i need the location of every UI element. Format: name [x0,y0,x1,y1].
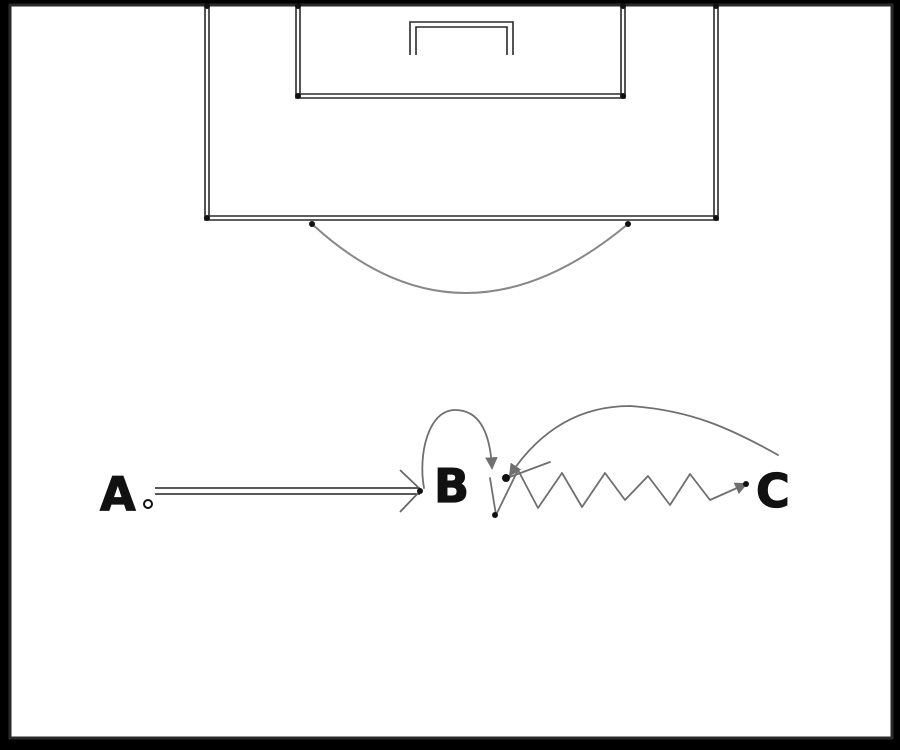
pitch-marker-dots [204,3,719,227]
movement-c-long-pass [508,405,779,477]
player-label-a: A [100,467,136,521]
movement-c-return-marker [506,461,551,479]
pitch-field [8,3,894,740]
movement-b-to-c-dribble [489,469,748,516]
player-label-c: C [756,464,790,518]
movement-a-to-b [155,469,423,513]
movement-b-loop [421,409,498,489]
players: A B C [99,458,790,521]
penalty-arc [311,223,629,294]
movement-point [743,481,749,487]
movements [155,405,779,518]
movement-point [492,512,498,518]
penalty-area [204,5,719,221]
goal-area [295,5,626,99]
player-label-b: B [434,459,469,513]
player-marker-a [143,499,153,509]
goal [409,21,514,55]
movement-point [502,474,510,482]
pitch [8,3,894,740]
